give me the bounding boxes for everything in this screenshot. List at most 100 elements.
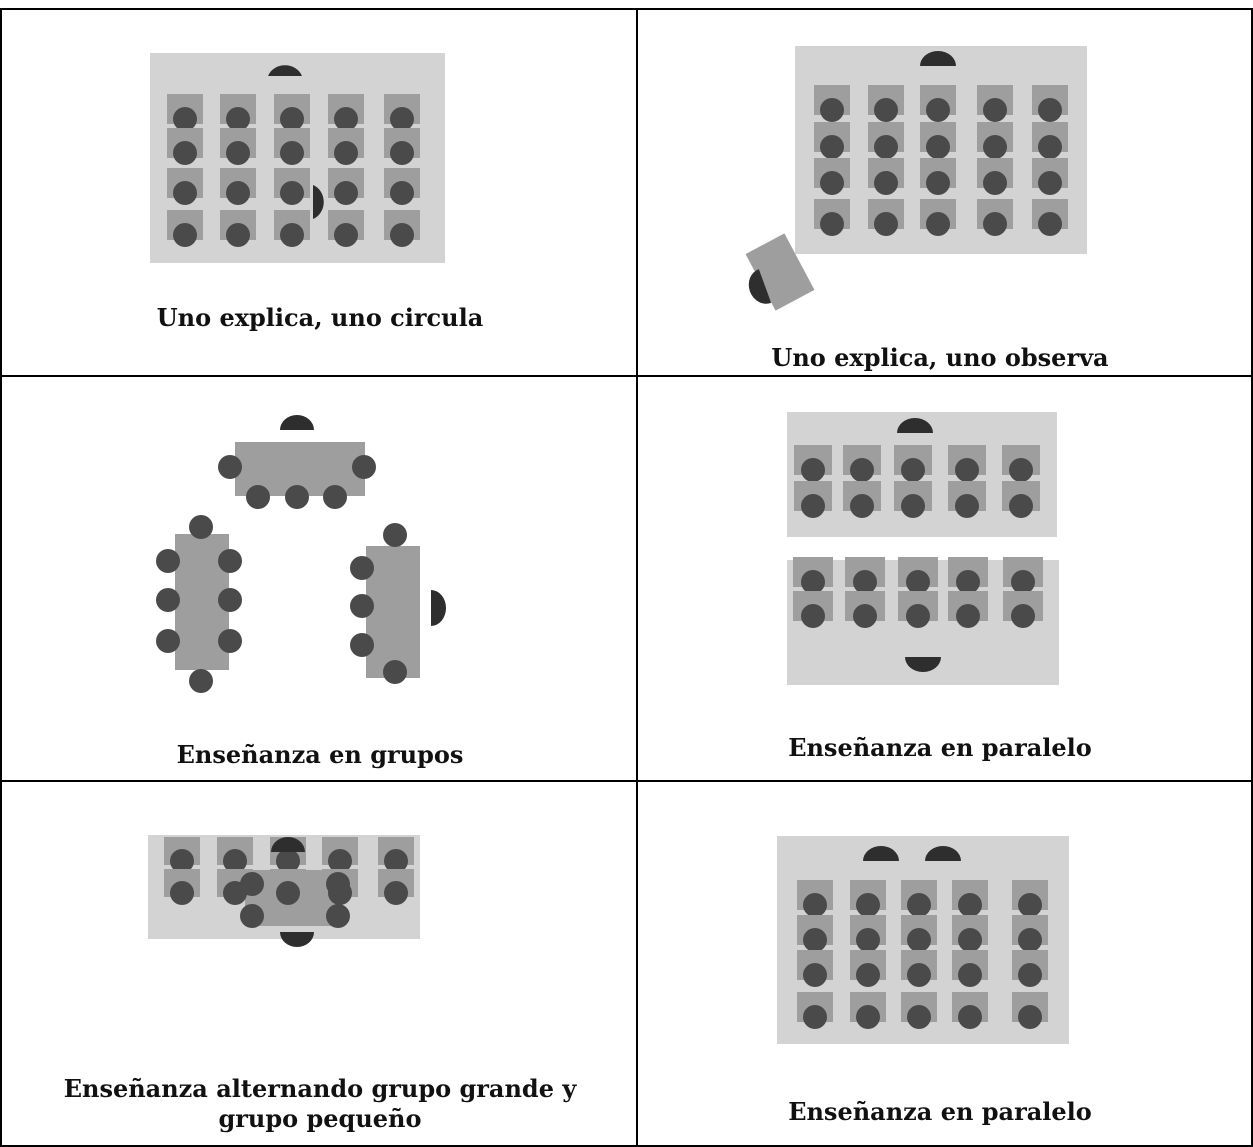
- student-icon: [226, 141, 250, 165]
- diagram-alternative-teaching: [148, 835, 420, 947]
- student-icon: [218, 549, 242, 573]
- student-icon: [226, 181, 250, 205]
- student-icon: [955, 458, 979, 482]
- student-groups: [156, 455, 407, 693]
- student-grid: [793, 445, 1043, 628]
- student-grid: [797, 880, 1048, 1029]
- observer-station: [745, 233, 815, 311]
- student-icon: [276, 881, 300, 905]
- student-icon: [218, 588, 242, 612]
- diagram-two-teachers: [777, 836, 1069, 1044]
- student-icon: [383, 660, 407, 684]
- student-icon: [280, 181, 304, 205]
- student-icon: [326, 904, 350, 928]
- student-icon: [352, 455, 376, 479]
- student-icon: [803, 928, 827, 952]
- student-icon: [328, 849, 352, 873]
- student-icon: [350, 633, 374, 657]
- student-icon: [803, 1005, 827, 1029]
- student-icon: [853, 604, 877, 628]
- student-icon: [384, 881, 408, 905]
- student-icon: [803, 963, 827, 987]
- student-grid: [814, 85, 1068, 236]
- student-icon: [856, 928, 880, 952]
- teacher-icon: [268, 65, 302, 76]
- student-icon: [983, 212, 1007, 236]
- diagram-one-teach-one-circulate: [150, 53, 445, 263]
- group-table-right: [366, 546, 420, 678]
- student-icon: [853, 570, 877, 594]
- student-icon: [240, 872, 264, 896]
- student-icon: [958, 1005, 982, 1029]
- student-icon: [1009, 458, 1033, 482]
- student-icon: [218, 629, 242, 653]
- student-icon: [901, 494, 925, 518]
- caption-cell-3: Enseñanza en grupos: [176, 740, 464, 769]
- student-icon: [956, 604, 980, 628]
- student-icon: [390, 223, 414, 247]
- teacher-icon-bottom: [905, 657, 941, 672]
- student-icon: [1009, 494, 1033, 518]
- student-icon: [983, 98, 1007, 122]
- student-icon: [170, 849, 194, 873]
- diagram-team-teaching-groups: [156, 415, 446, 693]
- student-icon: [350, 556, 374, 580]
- student-icon: [874, 98, 898, 122]
- student-icon: [820, 212, 844, 236]
- student-icon: [874, 171, 898, 195]
- student-icon: [334, 181, 358, 205]
- student-icon: [1011, 604, 1035, 628]
- student-icon: [156, 549, 180, 573]
- student-icon: [1018, 893, 1042, 917]
- student-icon: [1018, 928, 1042, 952]
- student-icon: [1038, 212, 1062, 236]
- student-icon: [850, 494, 874, 518]
- student-icon: [901, 458, 925, 482]
- student-icon: [983, 171, 1007, 195]
- student-icon: [801, 604, 825, 628]
- student-icon: [874, 212, 898, 236]
- student-icon: [956, 570, 980, 594]
- teacher-icon-1: [863, 846, 899, 861]
- teacher-icon-top: [897, 418, 933, 433]
- student-grid: [167, 94, 420, 247]
- student-icon: [1038, 171, 1062, 195]
- student-icon: [390, 107, 414, 131]
- diagram-one-teach-one-observe: [745, 46, 1087, 311]
- student-icon: [907, 928, 931, 952]
- student-icon: [280, 223, 304, 247]
- student-icon: [383, 523, 407, 547]
- student-grid: [164, 837, 414, 928]
- student-icon: [803, 893, 827, 917]
- circulating-teacher-icon: [313, 185, 324, 219]
- student-icon: [820, 98, 844, 122]
- student-icon: [189, 669, 213, 693]
- student-icon: [173, 223, 197, 247]
- teacher-icon-2: [925, 846, 961, 861]
- student-icon: [926, 98, 950, 122]
- student-icon: [334, 107, 358, 131]
- student-icon: [1038, 98, 1062, 122]
- student-icon: [856, 1005, 880, 1029]
- student-icon: [390, 141, 414, 165]
- student-icon: [1018, 1005, 1042, 1029]
- student-icon: [240, 904, 264, 928]
- student-icon: [326, 872, 350, 896]
- student-icon: [280, 141, 304, 165]
- observer-desk: [745, 233, 815, 311]
- caption-cell-4: Enseñanza en paralelo: [788, 733, 1092, 762]
- teacher-icon: [920, 51, 956, 66]
- student-icon: [926, 171, 950, 195]
- student-icon: [280, 107, 304, 131]
- student-icon: [955, 494, 979, 518]
- student-icon: [276, 849, 300, 873]
- student-icon: [173, 107, 197, 131]
- student-icon: [384, 849, 408, 873]
- student-icon: [801, 570, 825, 594]
- student-icon: [801, 494, 825, 518]
- student-icon: [246, 485, 270, 509]
- student-icon: [958, 928, 982, 952]
- student-icon: [170, 881, 194, 905]
- student-icon: [874, 135, 898, 159]
